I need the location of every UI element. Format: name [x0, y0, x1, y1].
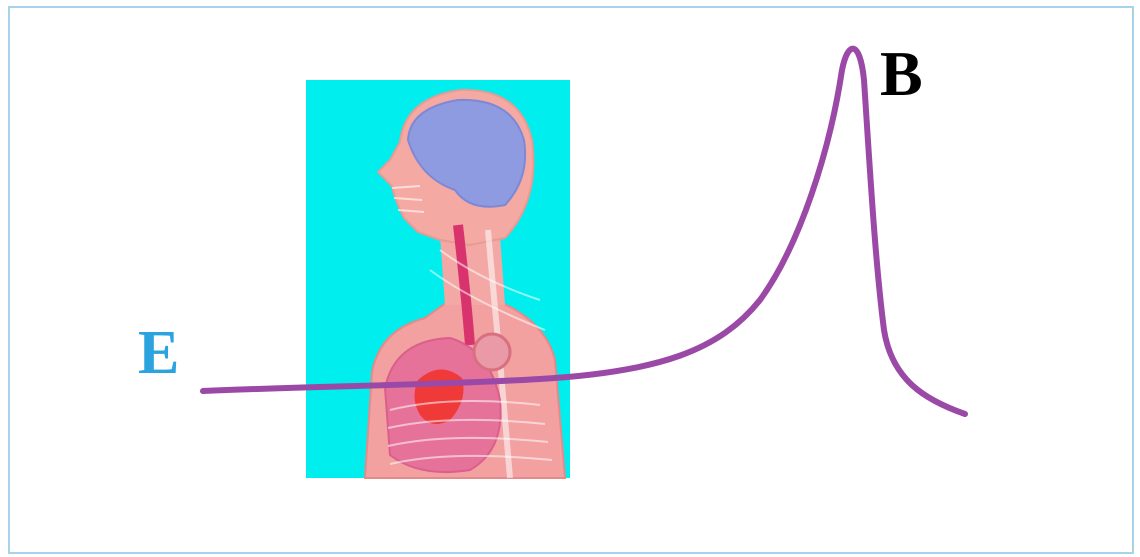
curve-peak-label: B	[880, 42, 923, 106]
anatomy-illustration-icon	[306, 80, 570, 478]
curve-start-label: E	[138, 322, 179, 384]
shoulder-joint	[474, 334, 510, 370]
